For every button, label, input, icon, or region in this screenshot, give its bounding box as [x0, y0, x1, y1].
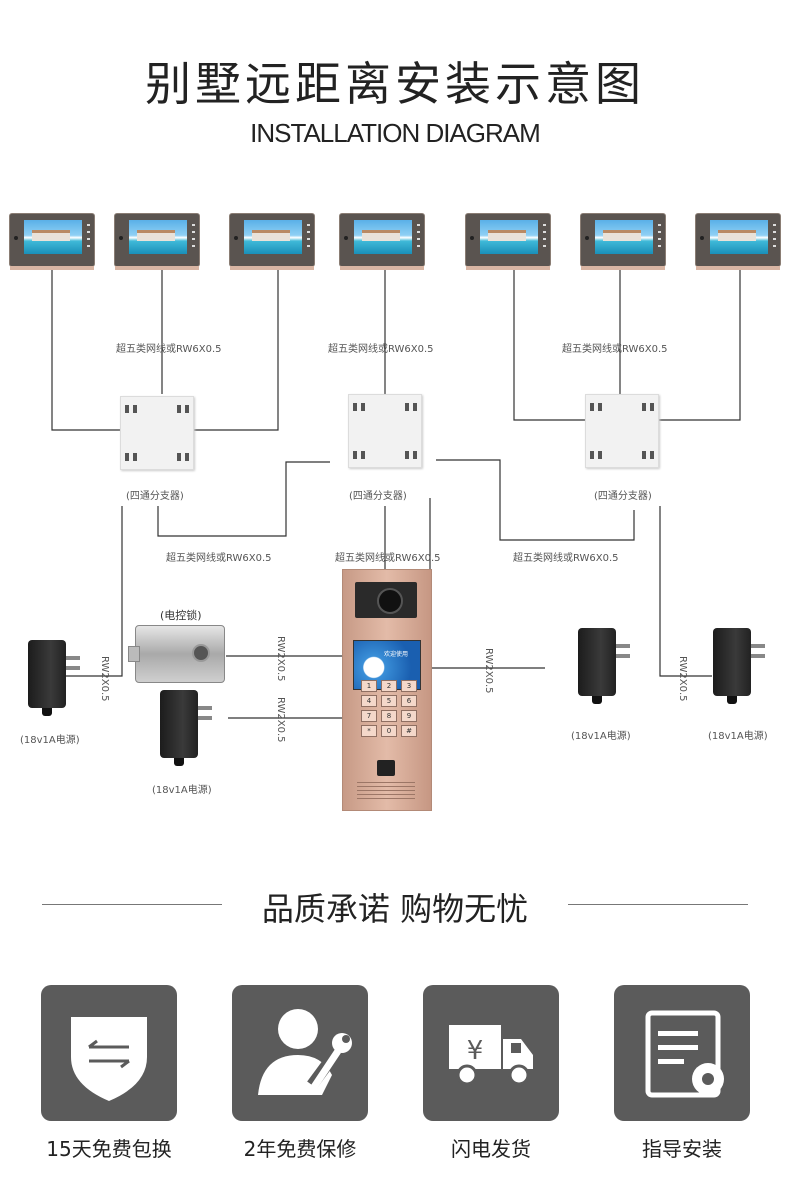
- power-label: (18v1A电源): [708, 731, 768, 742]
- cable-label: 超五类网线或RW6X0.5: [562, 344, 668, 355]
- cable-label: 超五类网线或RW6X0.5: [166, 553, 272, 564]
- page-title: 别墅远距离安装示意图: [145, 57, 645, 111]
- install-guide-icon: [614, 985, 750, 1121]
- indoor-monitor: [10, 214, 94, 270]
- power-label: (18v1A电源): [571, 731, 631, 742]
- station-screen-text: 欢迎使用: [384, 651, 409, 658]
- divider-left: [42, 904, 222, 905]
- wire-label: RW2X0.5: [99, 656, 110, 702]
- cable-label: 超五类网线或RW6X0.5: [335, 553, 441, 564]
- indoor-monitor: [696, 214, 780, 270]
- splitter-label: (四通分支器): [594, 491, 652, 502]
- indoor-monitor: [466, 214, 550, 270]
- delivery-truck-icon: ¥: [423, 985, 559, 1121]
- repair-user-icon: [232, 985, 368, 1121]
- outdoor-door-station: 欢迎使用 1 2 3 4 5 6 7 8 9 * 0 #: [342, 569, 432, 811]
- indoor-monitor: [340, 214, 424, 270]
- wire-label: RW2X0.5: [275, 697, 286, 743]
- indoor-monitor: [115, 214, 199, 270]
- four-way-splitter: [348, 394, 422, 468]
- four-way-splitter: [585, 394, 659, 468]
- power-label: (18v1A电源): [152, 785, 212, 796]
- cable-label: 超五类网线或RW6X0.5: [116, 344, 222, 355]
- camera-module: [355, 582, 417, 618]
- electric-lock: [128, 625, 225, 683]
- page-subtitle: INSTALLATION DIAGRAM: [250, 118, 541, 148]
- divider-right: [568, 904, 748, 905]
- key: 3: [401, 680, 417, 692]
- wire-label: RW2X0.5: [483, 648, 494, 694]
- key: #: [401, 725, 417, 737]
- promise-label: 15天免费包换: [46, 1137, 172, 1161]
- key: 2: [381, 680, 397, 692]
- splitter-label: (四通分支器): [349, 491, 407, 502]
- power-adapter: [160, 690, 212, 766]
- speaker-grill: [357, 782, 415, 800]
- promise-title: 品质承诺 购物无忧: [261, 890, 529, 928]
- lock-label: (电控锁): [160, 609, 202, 622]
- key: 0: [381, 725, 397, 737]
- exchange-shield-icon: [41, 985, 177, 1121]
- wire-label: RW2X0.5: [677, 656, 688, 702]
- indoor-monitor: [230, 214, 314, 270]
- cable-label: 超五类网线或RW6X0.5: [513, 553, 619, 564]
- promise-label: 2年免费保修: [243, 1137, 357, 1161]
- power-adapter: [713, 628, 765, 704]
- svg-text:¥: ¥: [467, 1036, 484, 1066]
- key: 6: [401, 695, 417, 707]
- power-adapter: [578, 628, 630, 704]
- promise-label: 指导安装: [642, 1137, 722, 1161]
- cable-label: 超五类网线或RW6X0.5: [328, 344, 434, 355]
- wire-label: RW2X0.5: [275, 636, 286, 682]
- key: 8: [381, 710, 397, 722]
- key: 5: [381, 695, 397, 707]
- key: 1: [361, 680, 377, 692]
- fingerprint-sensor: [377, 760, 395, 776]
- four-way-splitter: [120, 396, 194, 470]
- key: 4: [361, 695, 377, 707]
- indoor-monitor: [581, 214, 665, 270]
- splitter-label: (四通分支器): [126, 491, 184, 502]
- key: 9: [401, 710, 417, 722]
- power-label: (18v1A电源): [20, 735, 80, 746]
- promise-label: 闪电发货: [451, 1137, 531, 1161]
- key: *: [361, 725, 377, 737]
- key: 7: [361, 710, 377, 722]
- power-adapter: [28, 640, 80, 716]
